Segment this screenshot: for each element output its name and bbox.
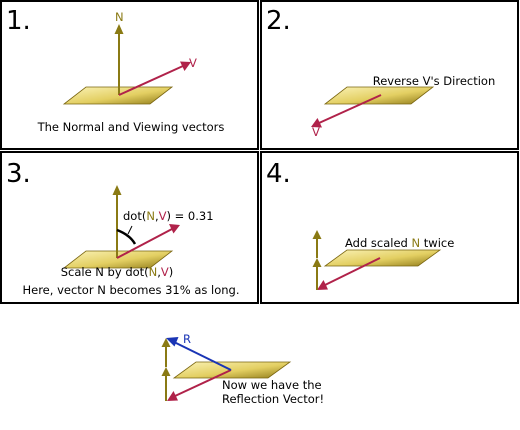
panel-4: 4. Add scaled N twice	[260, 151, 519, 304]
panel-2-number: 2.	[266, 6, 291, 36]
surface-plane	[172, 361, 292, 379]
panel-1: 1. N V The Normal and Viewing vectors	[0, 0, 259, 150]
normal-label: N	[115, 10, 124, 24]
surface-plane	[62, 250, 174, 269]
panel-3: 3. dot(N,V) = 0.31 Scale N by dot(N,V) H…	[0, 151, 259, 304]
final-caption-line-2: Reflection Vector!	[222, 392, 324, 406]
panel-3-caption-line-2: Here, vector N becomes 31% as long.	[22, 283, 239, 297]
reflection-vector	[166, 337, 232, 371]
scaled-normal-vector-1	[312, 258, 322, 290]
panel-4-number: 4.	[266, 159, 291, 189]
scaled-normal-vector-2	[312, 230, 322, 258]
panel-2-caption: Reverse V's Direction	[373, 74, 496, 88]
final-caption-line-1: Now we have the	[222, 378, 322, 392]
panel-4-caption: Add scaled N twice	[345, 236, 454, 250]
reflection-label: R	[183, 332, 191, 346]
angle-arc	[116, 228, 137, 245]
final-result: R Now we have the Reflection Vector!	[161, 332, 324, 406]
view-vector	[118, 61, 191, 96]
view-vector	[116, 224, 180, 259]
normal-vector	[112, 185, 122, 258]
panel-2: 2. Reverse V's Direction V	[260, 0, 519, 150]
panel-4-border	[260, 151, 519, 304]
dot-product-label: dot(N,V) = 0.31	[123, 209, 214, 223]
reversed-view-vector	[317, 257, 381, 290]
view-label: V	[189, 56, 197, 70]
panel-1-caption: The Normal and Viewing vectors	[37, 120, 225, 134]
panel-2-border	[260, 0, 519, 150]
reversed-view-vector	[167, 369, 232, 401]
view-label: V	[312, 125, 320, 139]
panel-3-number: 3.	[6, 159, 31, 189]
angle-pointer	[127, 225, 133, 235]
scaled-normal-vector-2	[161, 338, 171, 367]
normal-vector	[114, 24, 124, 95]
panel-1-number: 1.	[6, 6, 31, 36]
scaled-normal-vector-1	[161, 367, 171, 401]
panel-3-border	[0, 151, 259, 304]
reversed-view-vector	[311, 94, 382, 128]
panel-3-caption: Scale N by dot(N,V)	[61, 265, 174, 279]
surface-plane	[323, 249, 442, 267]
panel-1-border	[0, 0, 259, 150]
surface-plane	[62, 86, 174, 105]
